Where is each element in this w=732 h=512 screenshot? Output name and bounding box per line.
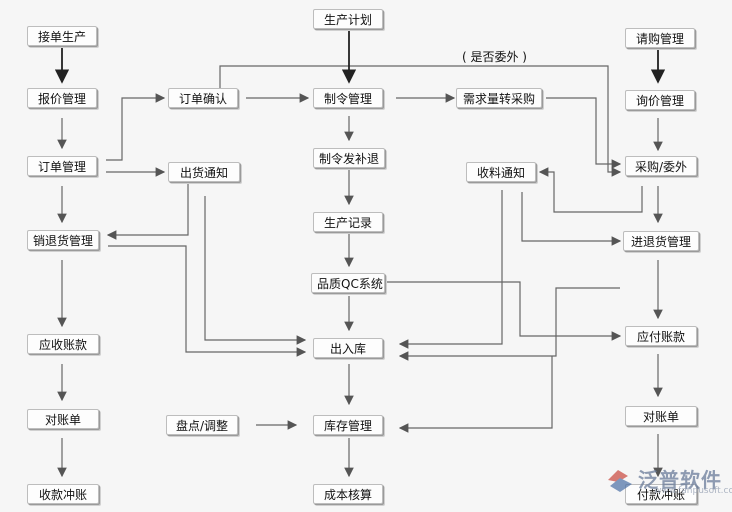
node-order-mgmt: 订单管理	[27, 156, 97, 176]
edge-purchasereturn-inventory	[398, 356, 553, 433]
node-receivables: 应收账款	[27, 334, 99, 354]
node-payment-offset: 付款冲账	[625, 484, 697, 504]
node-receiving-notice: 收料通知	[466, 162, 536, 182]
node-order-confirm: 订单确认	[168, 88, 238, 108]
node-production-record: 生产记录	[313, 212, 383, 232]
edge-shipping-stock	[204, 196, 307, 345]
node-in-out-stock: 出入库	[313, 338, 383, 358]
node-quote-mgmt: 报价管理	[27, 88, 97, 108]
node-cost-accounting: 成本核算	[313, 484, 383, 504]
node-order-taking: 接单生产	[27, 26, 97, 46]
edge-salesreturn-stock	[108, 245, 307, 357]
edge-purchasereturn-stock	[398, 287, 620, 361]
edge-receiving-purchasereturn	[521, 192, 622, 246]
node-inquiry-mgmt: 询价管理	[625, 90, 695, 110]
node-collection-offset: 收款冲账	[27, 484, 99, 504]
node-shipping-notice: 出货通知	[168, 162, 240, 182]
node-purchase-return-mgmt: 进退货管理	[623, 231, 699, 251]
node-purchase-request: 请购管理	[625, 28, 695, 48]
watermark-brand: 泛普软件	[638, 468, 722, 492]
edge-order-confirm	[106, 93, 166, 161]
node-demand-to-purchase: 需求量转采购	[456, 88, 542, 108]
node-production-plan: 生产计划	[313, 9, 383, 29]
node-work-order-issue: 制令发补退	[313, 148, 385, 168]
node-work-order-mgmt: 制令管理	[313, 88, 383, 108]
edge-outsource-purchase	[219, 65, 622, 177]
node-qc-system: 品质QC系统	[311, 273, 385, 293]
node-statement-left: 对账单	[27, 409, 99, 429]
node-purchase-outsource: 采购/委外	[625, 156, 697, 176]
edge-purchase-receiving	[538, 167, 643, 213]
brand-logo-icon	[608, 470, 632, 492]
node-stocktake-adjust: 盘点/调整	[166, 415, 238, 435]
edge-receiving-stock	[398, 190, 503, 349]
watermark-url: www.fanpusoft.com	[654, 486, 732, 496]
outsource-label: ( 是否委外 )	[462, 50, 527, 64]
node-inventory-mgmt: 库存管理	[313, 415, 383, 435]
watermark: 泛普软件 www.fanpusoft.com	[604, 464, 732, 500]
node-statement-right: 对账单	[625, 406, 697, 426]
edge-demand-purchase	[546, 97, 622, 169]
edge-qc-payables	[386, 281, 622, 341]
node-sales-return-mgmt: 销退货管理	[27, 230, 99, 250]
edge-shipping-salesreturn	[106, 182, 189, 240]
node-payables: 应付账款	[625, 326, 697, 346]
